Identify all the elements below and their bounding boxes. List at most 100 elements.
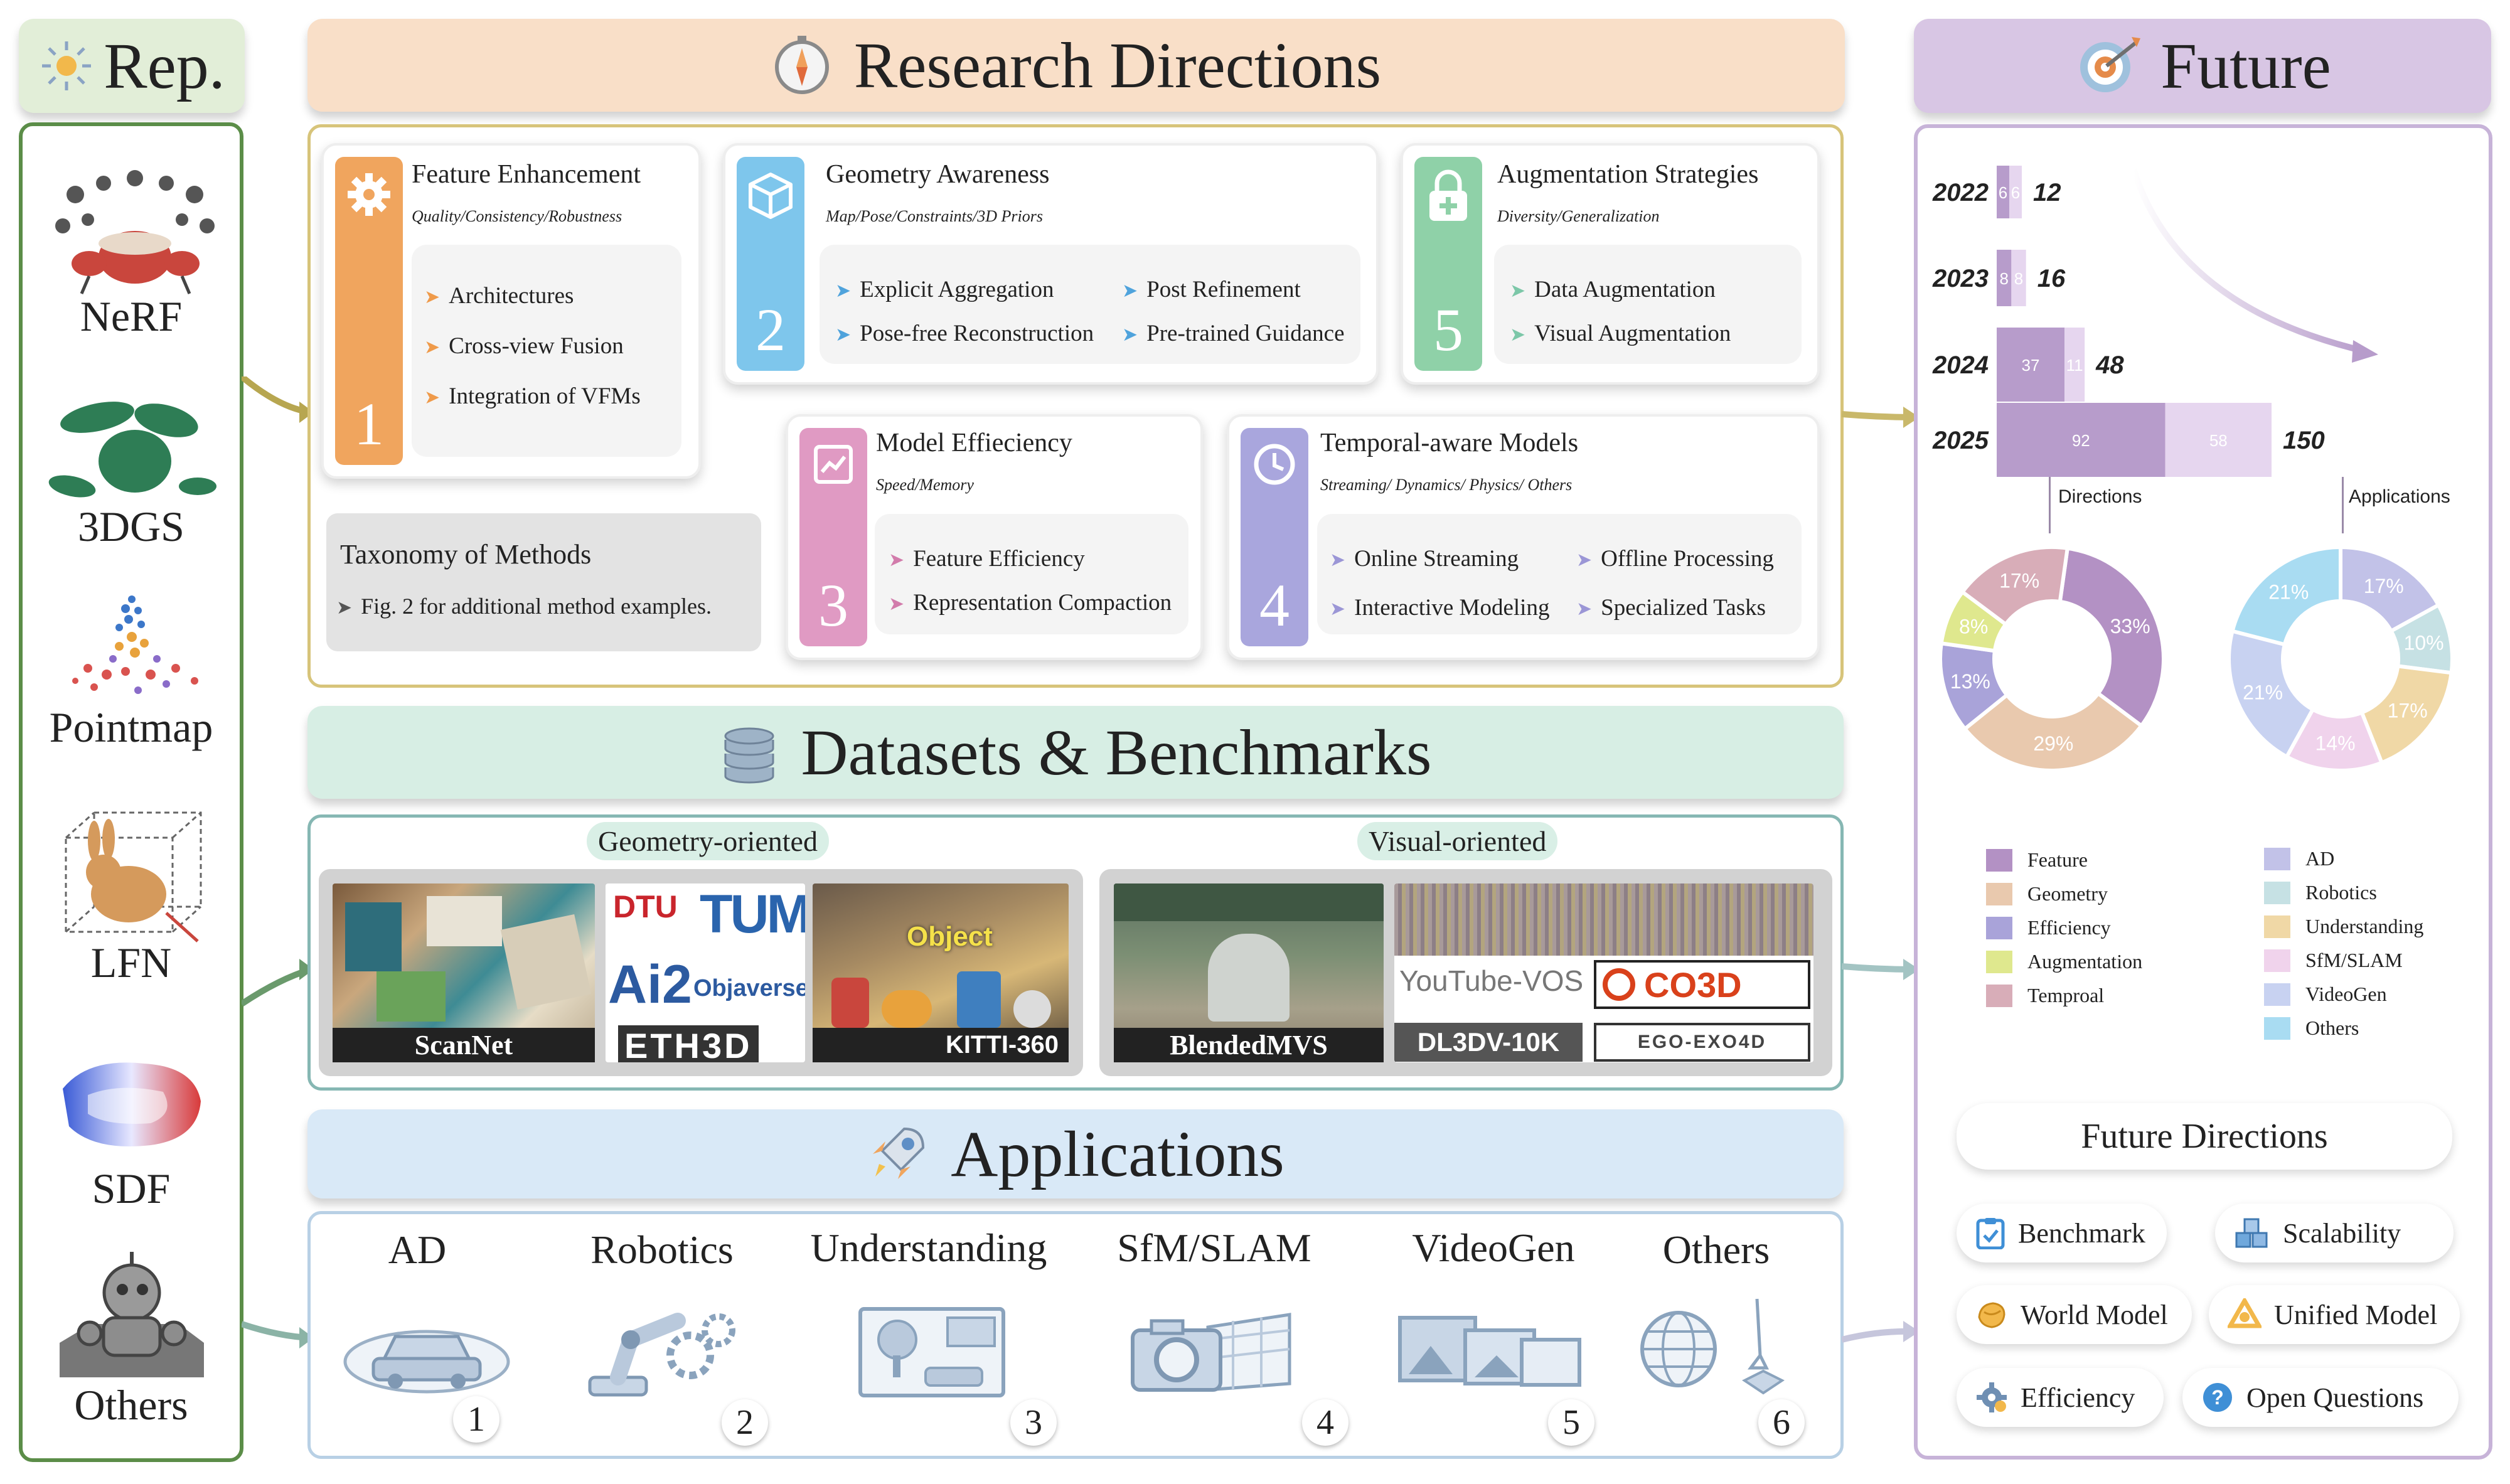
donut-slice-value: 10% xyxy=(2404,632,2444,654)
donut-slice-temproal xyxy=(1960,545,2070,627)
legend-label: Robotics xyxy=(2305,881,2377,904)
card-title: Geometry Awareness xyxy=(826,160,1050,189)
card-subtitle: Streaming/ Dynamics/ Physics/ Others xyxy=(1320,476,1573,494)
arrow-right-icon: ➤ xyxy=(424,337,441,358)
bar-segment-applications xyxy=(2011,250,2026,306)
card-item: ➤Offline Processing xyxy=(1576,546,1774,572)
legend-item: Augmentation xyxy=(1986,950,2142,973)
card-strip-pink: 3 xyxy=(799,428,867,646)
future-world-model-pill: World Model xyxy=(1957,1285,2192,1344)
app-others-number: 6 xyxy=(1758,1399,1805,1446)
card-geometry-awareness: 2 Geometry Awareness Map/Pose/Constraint… xyxy=(723,143,1379,385)
card-title: Feature Enhancement xyxy=(412,160,641,189)
rep-arrows xyxy=(242,376,314,1348)
app-understanding-label: Understanding xyxy=(810,1225,1047,1270)
line-chart-icon xyxy=(814,445,853,484)
world-model-icon xyxy=(1978,1302,2005,1328)
card-temporal-aware-models: 4 Temporal-aware Models Streaming/ Dynam… xyxy=(1227,414,1820,660)
bar-year-label: 2023 xyxy=(1932,265,1989,292)
card-subtitle: Quality/Consistency/Robustness xyxy=(412,207,622,225)
card-inner xyxy=(875,514,1188,634)
robot-arm-icon xyxy=(588,1313,735,1397)
arrow-right-icon: ➤ xyxy=(1122,280,1138,301)
ai2-logo: Ai2 xyxy=(608,954,692,1015)
legend-swatch xyxy=(1986,882,2012,905)
dtu-logo: DTU xyxy=(613,889,678,924)
cubes-icon xyxy=(2235,1218,2268,1248)
app-videogen-number: 5 xyxy=(1548,1399,1594,1446)
question-icon: ? xyxy=(2203,1383,2232,1412)
card-feature-enhancement: 1 Feature Enhancement Quality/Consistenc… xyxy=(321,143,701,479)
taxonomy-note: ➤Fig. 2 for additional method examples. xyxy=(336,594,712,619)
app-robotics-number: 2 xyxy=(722,1399,768,1446)
legend-item: AD xyxy=(2264,847,2334,870)
donut-slice-others xyxy=(2230,545,2342,647)
legend-item: Others xyxy=(2264,1017,2359,1040)
applications-donut-chart: 17%10%17%14%21%21% xyxy=(2227,545,2454,772)
arrow-right-icon: ➤ xyxy=(1510,324,1526,345)
app-ad-number: 1 xyxy=(453,1396,499,1443)
app-sfm-slam-number: 4 xyxy=(1302,1399,1348,1446)
donut-slice-understanding xyxy=(2359,664,2454,766)
card-inner xyxy=(412,245,681,457)
rep-pointmap-label: Pointmap xyxy=(49,703,213,751)
car-icon xyxy=(343,1330,510,1394)
donut-slice-value: 33% xyxy=(2110,615,2150,638)
card-item: ➤Feature Efficiency xyxy=(889,546,1085,572)
directions-axis-label: Directions xyxy=(2058,486,2142,507)
legend-label: AD xyxy=(2305,847,2335,870)
donut-slice-value: 14% xyxy=(2315,732,2355,755)
video-frames-icon xyxy=(1398,1316,1581,1387)
bar-total-label: 150 xyxy=(2283,427,2325,454)
future-open-questions-pill: ? Open Questions xyxy=(2182,1368,2459,1427)
bar-total-label: 16 xyxy=(2037,265,2066,292)
unified-model-icon xyxy=(2228,1298,2262,1328)
card-number: 2 xyxy=(756,296,786,363)
card-strip-green: 5 xyxy=(1414,157,1482,371)
bar-segment-value: 37 xyxy=(2022,356,2040,375)
legend-item: Efficiency xyxy=(1986,916,2111,939)
bar-segment-applications xyxy=(2064,328,2085,402)
gear-icon xyxy=(348,173,390,216)
donut-slice-value: 17% xyxy=(2388,700,2428,722)
rep-header: Rep. xyxy=(19,19,245,113)
bar-segment-value: 8 xyxy=(1999,269,2008,288)
donut-slice-videogen xyxy=(2227,629,2315,760)
future-arrows xyxy=(1842,407,1920,1343)
card-title: Temporal-aware Models xyxy=(1320,429,1579,457)
rabbit-cube-icon xyxy=(65,811,202,942)
donut-slice-value: 21% xyxy=(2243,681,2283,704)
arrow-right-icon: ➤ xyxy=(424,287,441,307)
visual-oriented-label: Visual-oriented xyxy=(1357,822,1558,860)
clock-icon xyxy=(1254,444,1295,485)
arrow-right-icon: ➤ xyxy=(1330,550,1346,570)
rocket-icon xyxy=(873,1127,925,1179)
globe-icon xyxy=(1640,1298,1785,1395)
card-item: ➤Specialized Tasks xyxy=(1576,595,1766,621)
card-title: Augmentation Strategies xyxy=(1497,160,1759,189)
app-ad-label: AD xyxy=(388,1227,447,1272)
blendedmvs-label: BlendedMVS xyxy=(1114,1028,1384,1062)
legend-label: Others xyxy=(2305,1017,2359,1039)
bar-segment-directions xyxy=(1997,403,2166,477)
arrow-right-icon: ➤ xyxy=(889,550,905,570)
legend-item: Geometry xyxy=(1986,882,2108,905)
donut-slice-value: 17% xyxy=(2364,575,2404,597)
future-directions-title-box: Future Directions xyxy=(1957,1103,2452,1170)
card-strip-orange: 1 xyxy=(335,157,403,465)
card-subtitle: Diversity/Generalization xyxy=(1497,207,1660,225)
research-title: Research Directions xyxy=(853,29,1382,102)
dl3dv-logo: DL3DV-10K xyxy=(1394,1023,1583,1062)
bar-segment-value: 11 xyxy=(2066,356,2083,375)
geometry-logos-tile: DTU TUM Ai2 Objaverse ETH3D xyxy=(606,883,805,1062)
card-number: 5 xyxy=(1433,296,1463,363)
future-unified-model-pill: Unified Model xyxy=(2209,1285,2460,1344)
arrow-right-icon: ➤ xyxy=(1122,324,1138,345)
bar-year-label: 2024 xyxy=(1932,351,1989,379)
card-subtitle: Map/Pose/Constraints/3D Priors xyxy=(826,207,1043,225)
card-item: ➤Post Refinement xyxy=(1122,277,1301,302)
arrow-right-icon: ➤ xyxy=(1330,599,1346,619)
arrow-right-icon: ➤ xyxy=(1510,280,1526,301)
legend-label: Efficiency xyxy=(2027,916,2111,939)
future-efficiency-pill: Efficiency xyxy=(1957,1368,2164,1427)
